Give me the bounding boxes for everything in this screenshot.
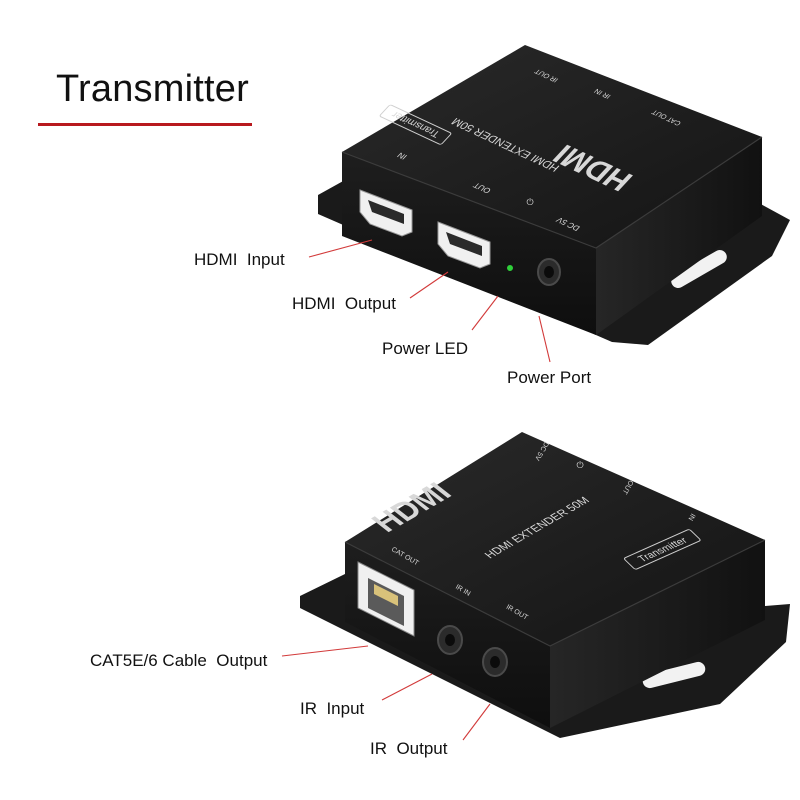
top-device-badge [379, 104, 452, 145]
bottom-device-power-icon: ⏻ [576, 460, 583, 470]
power-led-callout: Power LED [382, 339, 468, 358]
bottom-device-in-label: IN [687, 512, 697, 522]
cat-cable-output-callout: CAT5E/6 Cable Output [90, 651, 268, 670]
bottom-device-mount-slot [642, 661, 706, 689]
hdmi-input-leader [308, 239, 373, 258]
bottom-device-side-face [550, 540, 765, 728]
hdmi-output-leader [409, 271, 449, 299]
hdmi-output-callout: HDMI Output [292, 294, 396, 313]
page-title: Transmitter [56, 68, 249, 110]
top-device-side-face [596, 137, 762, 335]
top-device-top-face [342, 45, 762, 248]
top-device-power-led [507, 265, 513, 271]
bottom-device-top-face [345, 432, 765, 646]
ir-output-callout: IR Output [370, 739, 448, 758]
top-device: HDMI HDMI EXTENDER 50M Transmitter IN OU… [318, 45, 790, 345]
hdmi-input-callout: HDMI Input [194, 250, 285, 269]
bottom-device-badge [623, 529, 701, 570]
top-device-in-label: IN [395, 151, 409, 161]
bottom-device: HDMI HDMI EXTENDER 50M Transmitter CAT O… [300, 432, 790, 738]
ir-output-leader [462, 703, 491, 741]
title-underline [38, 123, 252, 126]
ir-input-callout: IR Input [300, 699, 365, 718]
ir-input-leader [381, 673, 433, 701]
power-port-leader [538, 315, 551, 363]
cat-cable-output-leader [281, 645, 369, 657]
top-device-mount-slot [671, 250, 727, 288]
top-device-power-icon: ⏻ [526, 197, 533, 207]
power-led-leader [471, 295, 499, 331]
power-port-callout: Power Port [507, 368, 592, 387]
